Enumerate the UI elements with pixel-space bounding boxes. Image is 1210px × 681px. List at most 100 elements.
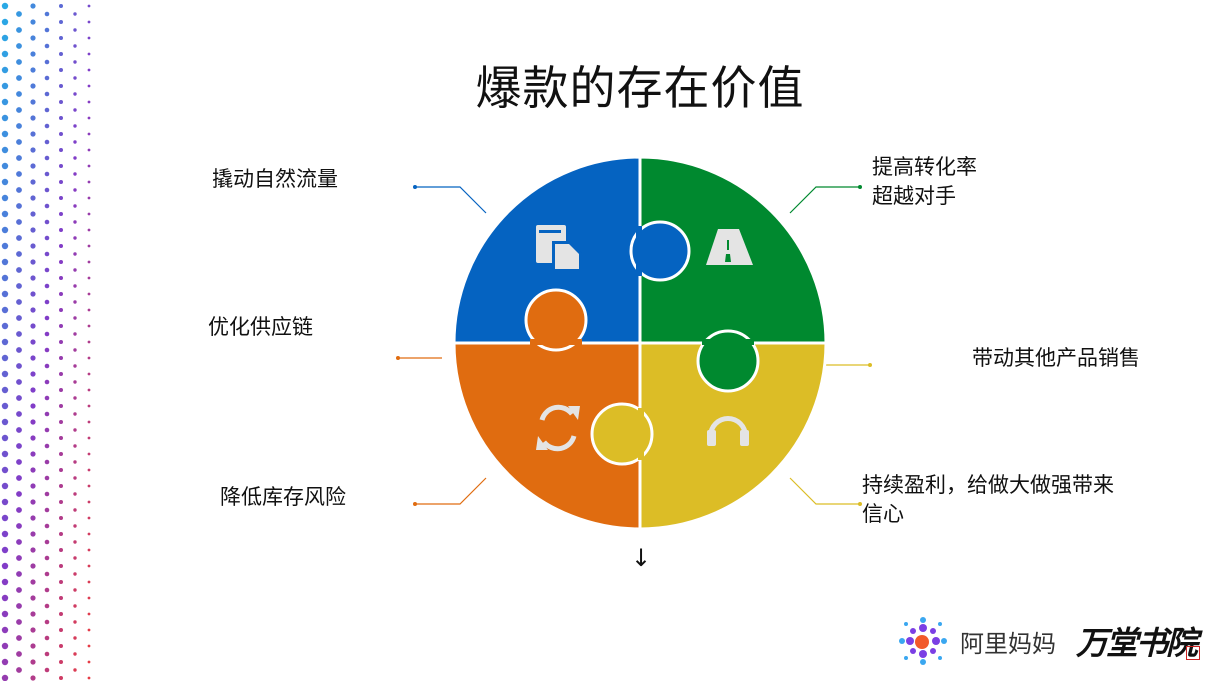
decorative-dot bbox=[1, 482, 9, 490]
decorative-dot bbox=[73, 300, 77, 304]
brand-calligraphy: 万堂书院 bbox=[1076, 624, 1198, 662]
decorative-dot bbox=[73, 444, 77, 448]
decorative-dot bbox=[1, 2, 9, 10]
decorative-dot bbox=[73, 332, 77, 336]
decorative-dot bbox=[44, 363, 50, 369]
decorative-dot bbox=[1, 290, 9, 298]
decorative-dot bbox=[87, 564, 91, 568]
connector-inventory bbox=[415, 477, 487, 505]
decorative-dot bbox=[59, 548, 63, 552]
decorative-dot bbox=[30, 163, 36, 169]
decorative-dot bbox=[30, 531, 36, 537]
decorative-dot bbox=[87, 52, 91, 56]
decorative-dot bbox=[44, 75, 50, 81]
decorative-dot bbox=[16, 171, 22, 177]
decorative-dot bbox=[44, 667, 50, 673]
decorative-dot bbox=[73, 236, 77, 240]
decorative-dot bbox=[59, 132, 63, 136]
decorative-dot bbox=[1, 530, 9, 538]
decorative-dot bbox=[1, 466, 9, 474]
decorative-dot bbox=[59, 84, 63, 88]
decorative-dot bbox=[16, 667, 22, 673]
decorative-dot bbox=[16, 395, 22, 401]
tab-blue bbox=[629, 220, 691, 282]
decorative-dot bbox=[1, 402, 9, 410]
decorative-dot bbox=[59, 372, 63, 376]
alimama-logo: 阿里妈妈 bbox=[894, 612, 1056, 670]
decorative-dot bbox=[1, 546, 9, 554]
decorative-dot bbox=[30, 387, 36, 393]
decorative-dot bbox=[30, 659, 36, 665]
decorative-dot bbox=[30, 579, 36, 585]
decorative-dot bbox=[30, 147, 36, 153]
decorative-dot bbox=[73, 620, 77, 624]
decorative-dot bbox=[30, 371, 36, 377]
decorative-dot bbox=[59, 340, 63, 344]
decorative-dot bbox=[1, 306, 9, 314]
decorative-dot bbox=[73, 636, 77, 640]
decorative-dot bbox=[87, 100, 91, 104]
decorative-dot bbox=[59, 4, 63, 8]
refresh-icon bbox=[539, 404, 577, 452]
decorative-dot bbox=[1, 562, 9, 570]
decorative-dot bbox=[1, 50, 9, 58]
decorative-dot bbox=[87, 308, 91, 312]
decorative-dot bbox=[30, 195, 36, 201]
label-conversion-1: 提高转化率 bbox=[872, 155, 977, 179]
decorative-dot bbox=[16, 539, 22, 545]
decorative-dot bbox=[87, 388, 91, 392]
decorative-dot bbox=[44, 507, 50, 513]
decorative-dot bbox=[59, 676, 63, 680]
decorative-dot bbox=[16, 475, 22, 481]
decorative-dot bbox=[16, 411, 22, 417]
tab-green bbox=[696, 329, 760, 393]
decorative-dot bbox=[30, 51, 36, 57]
decorative-dot bbox=[44, 315, 50, 321]
puzzle-piece-orange bbox=[452, 341, 642, 531]
decorative-dot bbox=[73, 156, 77, 160]
decorative-dot bbox=[16, 347, 22, 353]
decorative-dot bbox=[59, 628, 63, 632]
decorative-dot bbox=[44, 91, 50, 97]
decorative-dot bbox=[16, 267, 22, 273]
decorative-dot bbox=[1, 434, 9, 442]
decorative-dot bbox=[16, 491, 22, 497]
decorative-dot bbox=[1, 610, 9, 618]
decorative-dot bbox=[59, 532, 63, 536]
decorative-dot bbox=[16, 91, 22, 97]
decorative-dot bbox=[73, 412, 77, 416]
decorative-dot bbox=[44, 283, 50, 289]
decorative-dot bbox=[59, 148, 63, 152]
decorative-dot bbox=[1, 162, 9, 170]
alimama-logo-icon bbox=[899, 617, 947, 665]
decorative-dot bbox=[73, 12, 77, 16]
decorative-dot bbox=[87, 660, 91, 664]
decorative-dot bbox=[59, 644, 63, 648]
decorative-dot bbox=[44, 235, 50, 241]
decorative-dot bbox=[73, 60, 77, 64]
decorative-dot bbox=[59, 196, 63, 200]
decorative-dot bbox=[73, 652, 77, 656]
page-title: 爆款的存在价值 bbox=[475, 61, 805, 115]
decorative-dot bbox=[87, 132, 91, 136]
decorative-dot bbox=[16, 27, 22, 33]
decorative-dot bbox=[59, 596, 63, 600]
decorative-dot bbox=[1, 34, 9, 42]
decorative-dot bbox=[59, 52, 63, 56]
decorative-dot bbox=[87, 404, 91, 408]
decorative-dot bbox=[44, 107, 50, 113]
decorative-dot bbox=[1, 514, 9, 522]
decorative-dot bbox=[1, 674, 9, 681]
decorative-dot bbox=[87, 420, 91, 424]
decorative-dot bbox=[87, 4, 91, 8]
decorative-dot bbox=[87, 436, 91, 440]
decorative-dot bbox=[1, 370, 9, 378]
decorative-dot bbox=[16, 587, 22, 593]
decorative-dot bbox=[73, 556, 77, 560]
decorative-dot bbox=[87, 292, 91, 296]
decorative-dot bbox=[16, 331, 22, 337]
decorative-dot bbox=[59, 100, 63, 104]
decorative-dot bbox=[44, 203, 50, 209]
decorative-dot bbox=[16, 507, 22, 513]
